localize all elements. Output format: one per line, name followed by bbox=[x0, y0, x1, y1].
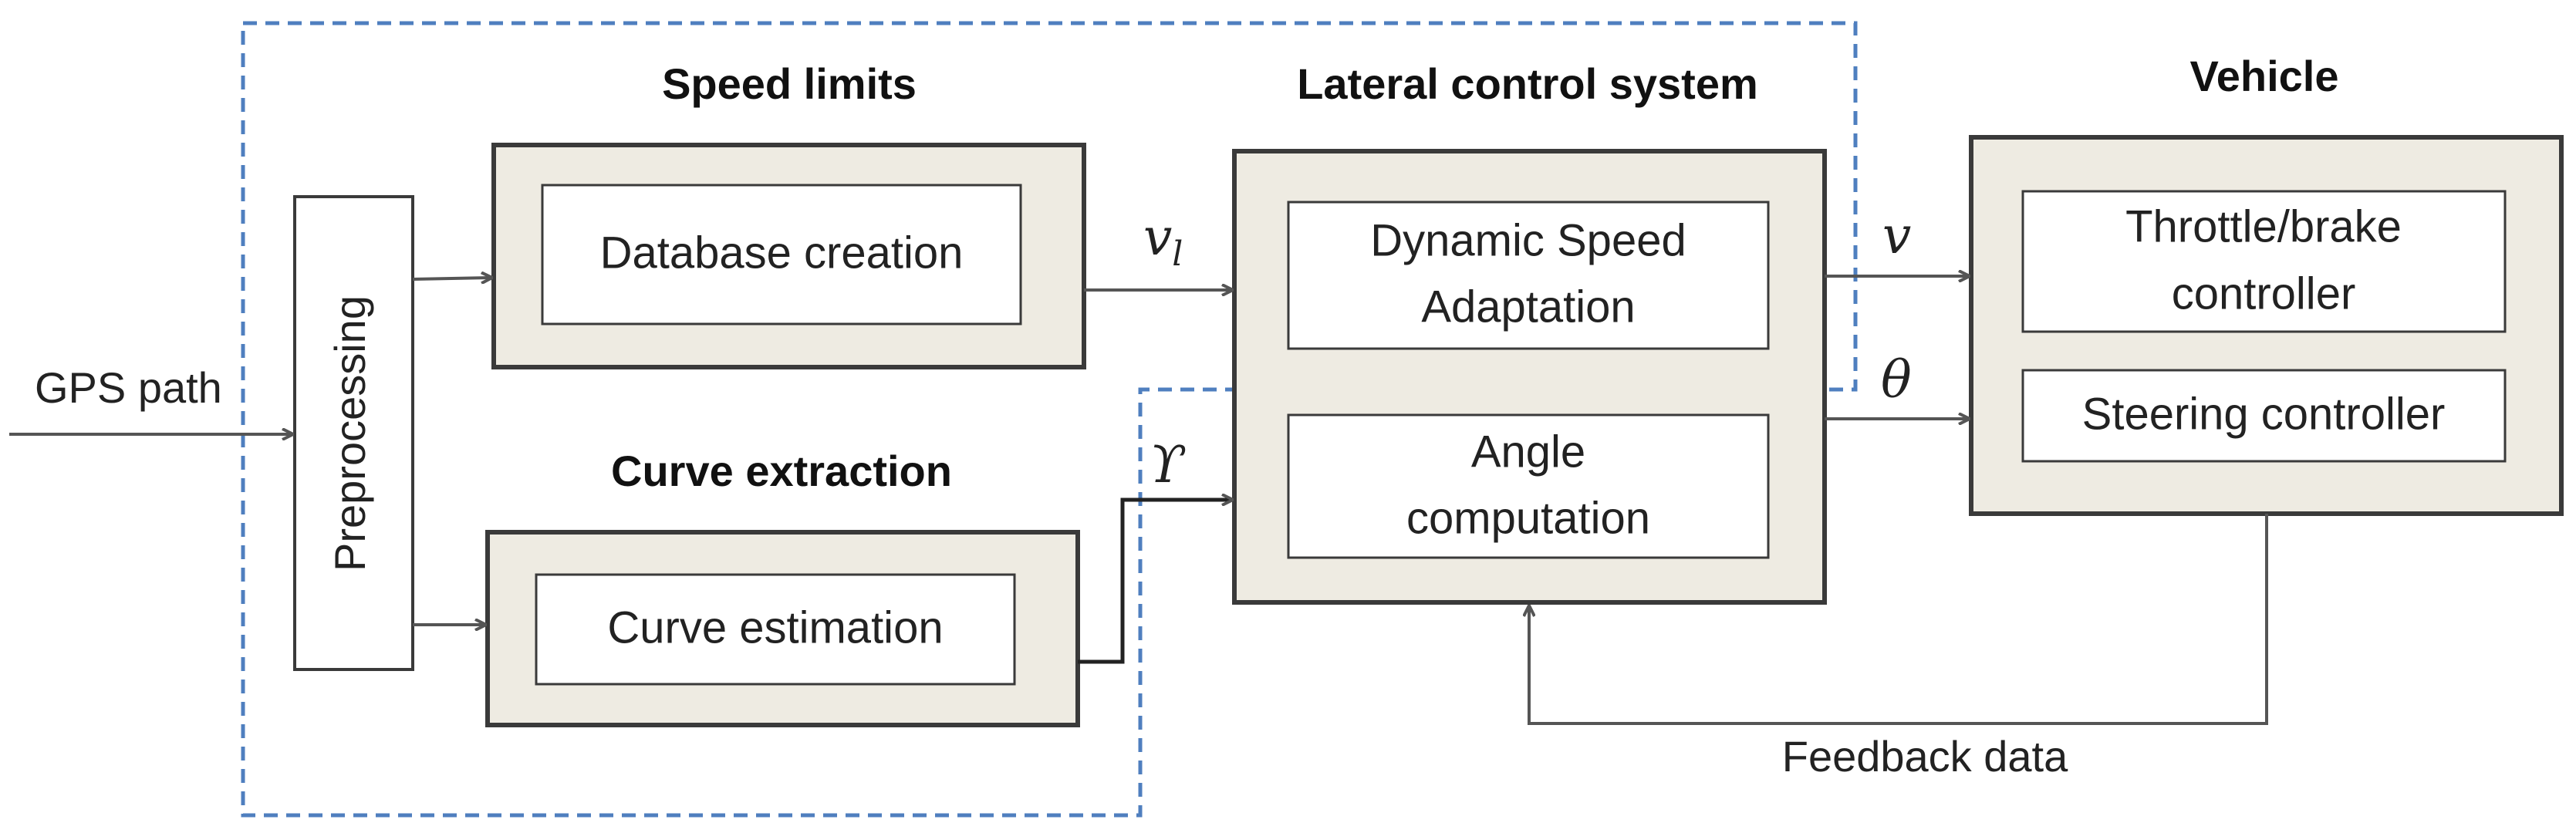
curve-extraction-title: Curve extraction bbox=[611, 447, 952, 495]
throttle-brake-line2: controller bbox=[2172, 268, 2356, 319]
preprocessing-to-speed-limits-arrow bbox=[412, 278, 492, 279]
curve-estimation-box bbox=[535, 573, 1016, 686]
dynamic-speed-adaptation-line1: Dynamic Speed bbox=[1370, 215, 1686, 265]
dashed-system-boundary bbox=[241, 21, 1858, 818]
gps-path-label: GPS path bbox=[35, 363, 222, 412]
curvature-symbol: ϒ bbox=[1150, 435, 1186, 494]
angle-computation-line1: Angle bbox=[1471, 427, 1585, 477]
steering-controller-box bbox=[2021, 369, 2507, 463]
feedback-data-label: Feedback data bbox=[1782, 732, 2068, 781]
preprocessing-label: Preprocessing bbox=[326, 295, 374, 572]
curve-estimation-label: Curve estimation bbox=[607, 602, 943, 653]
throttle-brake-controller-box bbox=[2021, 190, 2507, 333]
theta-symbol: θ bbox=[1881, 350, 1912, 410]
lateral-control-title: Lateral control system bbox=[1297, 59, 1758, 108]
dynamic-speed-adaptation-box bbox=[1287, 201, 1770, 350]
preprocessing-block bbox=[293, 195, 414, 671]
dynamic-speed-adaptation-line2: Adaptation bbox=[1421, 282, 1635, 332]
speed-limits-title: Speed limits bbox=[662, 59, 917, 108]
throttle-brake-line1: Throttle/brake bbox=[2125, 201, 2402, 251]
angle-computation-line2: computation bbox=[1406, 493, 1650, 543]
curvature-signal-arrow bbox=[1078, 500, 1233, 664]
vehicle-title: Vehicle bbox=[2189, 52, 2338, 100]
database-creation-box bbox=[541, 184, 1022, 325]
angle-computation-box bbox=[1287, 413, 1770, 559]
feedback-arrow bbox=[1529, 514, 2268, 725]
database-creation-label: Database creation bbox=[600, 228, 964, 278]
steering-controller-label: Steering controller bbox=[2082, 389, 2446, 439]
velocity-symbol: v bbox=[1882, 206, 1911, 265]
v-limit-symbol: vl bbox=[1143, 207, 1183, 274]
